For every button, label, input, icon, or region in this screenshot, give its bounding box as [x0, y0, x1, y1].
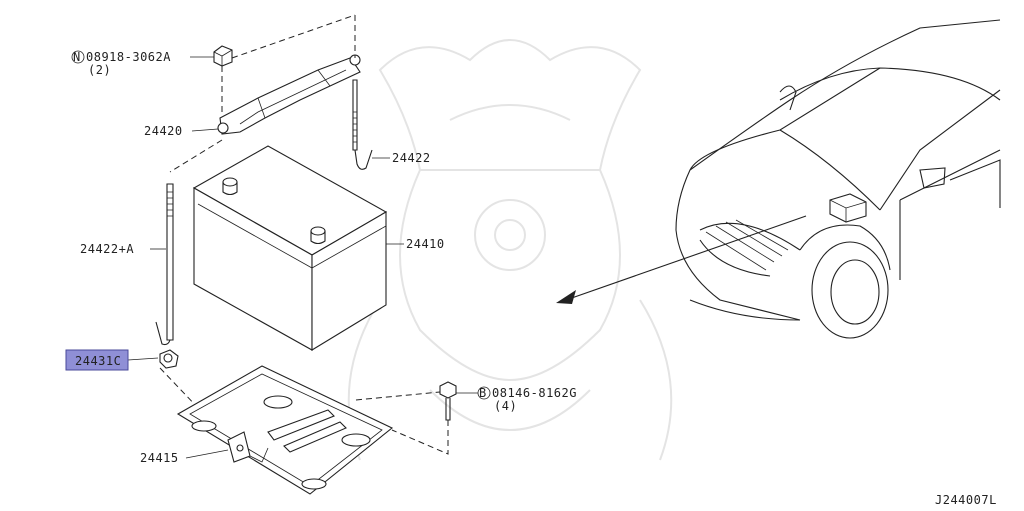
battery-hold-bracket [217, 54, 361, 135]
bolt-prefix-letter: B [479, 386, 487, 400]
terminal-part-number: 24431C [75, 354, 121, 368]
highlight-box [65, 349, 129, 371]
nut-part-number: 08918-3062A [86, 50, 171, 64]
location-arrow [556, 215, 807, 304]
nut-quantity: (2) [88, 63, 111, 77]
flange-nut [213, 45, 233, 67]
tray-part-number: 24415 [140, 451, 179, 465]
battery-hold-rod-right [352, 79, 373, 170]
bolt-part-number: 08146-8162G [492, 386, 577, 400]
bracket-part-number: 24420 [144, 124, 183, 138]
nut-prefix-letter: N [73, 50, 81, 64]
rod-left-part-number: 24422+A [80, 242, 134, 256]
battery-tray [176, 365, 394, 495]
battery-terminal-nut [159, 349, 179, 369]
car-outline [675, 19, 1001, 339]
diagram-code: J244007L [935, 493, 997, 507]
bolt-quantity: (4) [494, 399, 517, 413]
rod-right-part-number: 24422 [392, 151, 431, 165]
battery-hold-rod-left [155, 183, 174, 346]
battery-part-number: 24410 [406, 237, 445, 251]
battery [192, 145, 388, 351]
